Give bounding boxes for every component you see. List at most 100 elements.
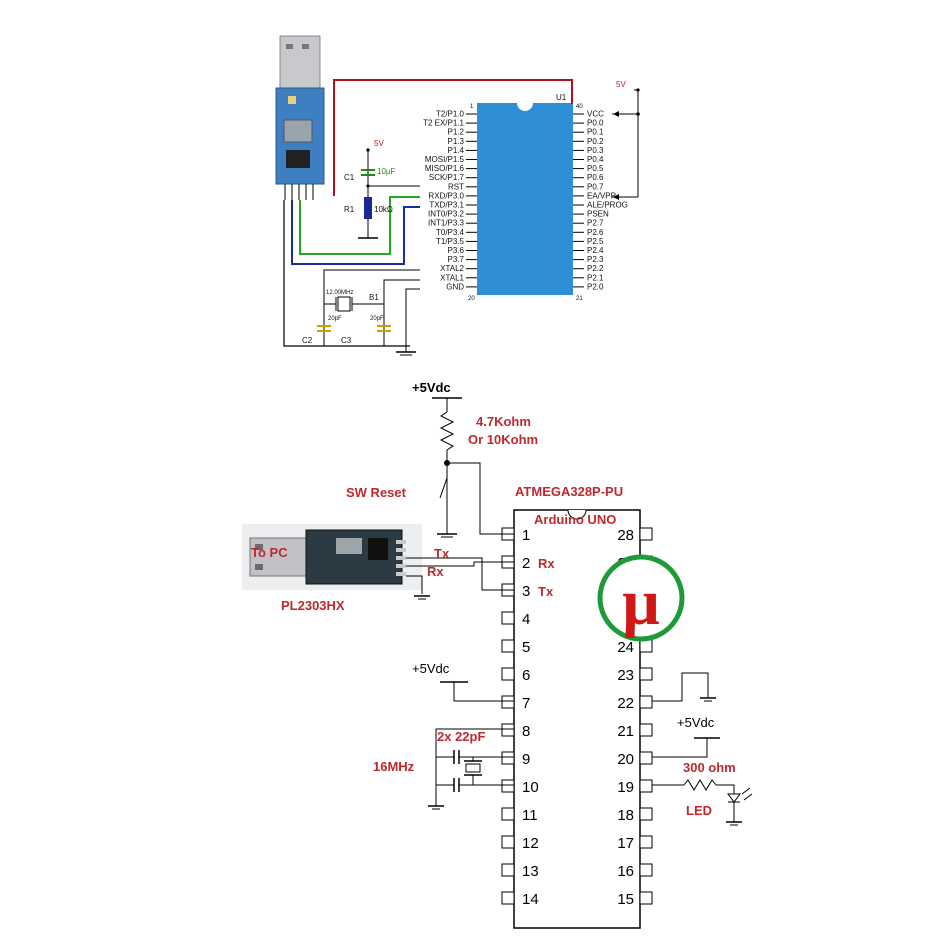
u1-right-pin-label: P2.0 — [587, 282, 604, 291]
atmega-title: ATMEGA328P-PU — [515, 484, 623, 499]
u1-right-pin-label: P0.2 — [587, 137, 604, 146]
reset-circuit: +5Vdc 4.7Kohm Or 10Kohm SW Reset — [346, 380, 538, 538]
u1-right-pin-label: P2.7 — [587, 219, 604, 228]
u1-right-pin-label: P2.6 — [587, 228, 604, 237]
b1-label: B1 — [369, 293, 379, 302]
atmega-right-pin-box — [639, 807, 653, 821]
atmega-left-pin-number: 13 — [522, 863, 539, 880]
reset-network: 5V C1 10µF R1 10kΩ — [344, 139, 420, 239]
rx-wire-label: Rx — [427, 564, 444, 579]
u1-right-pin-label: P0.6 — [587, 173, 604, 182]
atmega-right-pin-number: 28 — [617, 527, 634, 544]
u1-right-pin-label: VCC — [587, 110, 604, 119]
atmega-right-pin-number: 21 — [617, 723, 634, 740]
u1-left-pin-label: INT1/P3.3 — [428, 219, 465, 228]
u1-left-pin-label: MISO/P1.6 — [425, 164, 465, 173]
r1-resistor — [364, 197, 372, 219]
u1-right-pin-label: PSEN — [587, 210, 609, 219]
u1-right-pin-label: P0.7 — [587, 182, 604, 191]
u1-left-pin-label: XTAL1 — [440, 273, 464, 282]
atmega-right-pin-box — [639, 751, 653, 765]
atmega-right-pin-box — [639, 723, 653, 737]
u1-left-pin-label: GND — [446, 282, 464, 291]
atmega-left-pin-box — [501, 779, 515, 793]
atmega-right-pin-number: 24 — [617, 639, 634, 656]
c1-5v-label: 5V — [374, 139, 384, 148]
u1-left-pin-label: T2 EX/P1.1 — [423, 119, 464, 128]
tx-wire-label: Tx — [434, 546, 450, 561]
vdc-pin20-label: +5Vdc — [677, 715, 715, 730]
atmega-right-pin-number: 22 — [617, 695, 634, 712]
u1-left-pin-label: RST — [448, 182, 464, 191]
u1-right-pins: VCCP0.0P0.1P0.2P0.3P0.4P0.5P0.6P0.7EA/VP… — [573, 110, 628, 291]
u1-left-pin-label: T0/P3.4 — [436, 228, 465, 237]
atmega-left-pin-number: 2 — [522, 555, 530, 572]
u1-right-pin-label: P2.2 — [587, 264, 604, 273]
u1-left-pin-label: TXD/P3.1 — [429, 201, 464, 210]
vdc-top-label: +5Vdc — [412, 380, 451, 395]
c3-cap-value: 20pF — [370, 316, 384, 322]
vcc-bus: 5V — [612, 80, 640, 200]
atmega-left-pin-number: 8 — [522, 723, 530, 740]
u1-left-pin-label: P1.2 — [448, 128, 465, 137]
atmega-chip-notch — [567, 509, 587, 520]
atmega-subtitle: Arduino UNO — [534, 512, 616, 527]
blue-wire — [291, 200, 420, 265]
resistor-value-1: 4.7Kohm — [476, 414, 531, 429]
c3-label: C3 — [341, 336, 352, 345]
green-wire — [299, 196, 420, 255]
atmega-left-pin-number: 14 — [522, 891, 539, 908]
sw-reset-label: SW Reset — [346, 485, 407, 500]
atmega-left-pin-box — [501, 891, 515, 905]
u1-left-pin-label: P1.3 — [448, 137, 465, 146]
crystal-16mhz — [465, 763, 481, 773]
u1-pin40-number: 40 — [576, 104, 583, 110]
vdc-pin7-label: +5Vdc — [412, 661, 450, 676]
u1-left-pin-label: P1.4 — [448, 146, 465, 155]
micro-logo: µ — [597, 554, 685, 642]
atmega-right-pin-box — [639, 891, 653, 905]
atmega-right-pin-number: 15 — [617, 891, 634, 908]
atmega-right-pin-box — [639, 527, 653, 541]
atmega-left-pin-box — [501, 723, 515, 737]
to-pc-label: To PC — [251, 545, 288, 560]
resistor-value-2: Or 10Kohm — [468, 432, 538, 447]
u1-pin20-number: 20 — [468, 296, 475, 302]
u1-left-pin-label: MOSI/P1.5 — [425, 155, 465, 164]
u1-right-pin-label: P2.4 — [587, 246, 604, 255]
u1-right-pin-label: P2.1 — [587, 273, 604, 282]
caps-label: 2x 22pF — [437, 729, 485, 744]
pl2303-adapter: To PC PL2303HX — [242, 524, 422, 613]
atmega-left-pin-number: 4 — [522, 611, 530, 628]
u1-right-pin-label: P2.3 — [587, 255, 604, 264]
u1-right-pin-label: ALE/PROG — [587, 201, 628, 210]
pl2303-name: PL2303HX — [281, 598, 345, 613]
c1-value: 10µF — [377, 167, 396, 176]
atmega-left-pin-box — [501, 695, 515, 709]
top-8051-schematic: U1 1 20 21 40 T2/P1.0T2 EX/P1.1P1.2P1.3P… — [275, 35, 640, 356]
u1-pin21-number: 21 — [576, 296, 583, 302]
red-vcc-wire — [333, 79, 573, 196]
atmega-right-pin-number: 20 — [617, 751, 634, 768]
u1-right-pin-label: P0.4 — [587, 155, 604, 164]
led-label: LED — [686, 803, 712, 818]
atmega-right-pin-box — [639, 639, 653, 653]
atmega-right-pin-number: 16 — [617, 863, 634, 880]
atmega-right-pin-number: 23 — [617, 667, 634, 684]
u1-left-pin-label: P3.6 — [448, 246, 465, 255]
atmega-right-pin-number: 17 — [617, 835, 634, 852]
crystal-circuit: 2x 22pF 16MHz — [373, 728, 514, 810]
crystal-network: 12.00MHz B1 20pF 20pF C2 C3 — [302, 269, 420, 356]
micro-logo-glyph: µ — [622, 566, 660, 639]
r1-label: R1 — [344, 205, 355, 214]
atmega-left-pin-box — [501, 863, 515, 877]
u1-left-pin-label: T1/P3.5 — [436, 237, 465, 246]
atmega-left-pin-number: 6 — [522, 667, 530, 684]
atmega-left-pin-number: 5 — [522, 639, 530, 656]
u1-left-pin-label: INT0/P3.2 — [428, 210, 465, 219]
right-side-circuit: +5Vdc 300 ohm LED — [652, 672, 753, 826]
pin2-function-label: Rx — [538, 556, 555, 571]
c2-label: C2 — [302, 336, 313, 345]
